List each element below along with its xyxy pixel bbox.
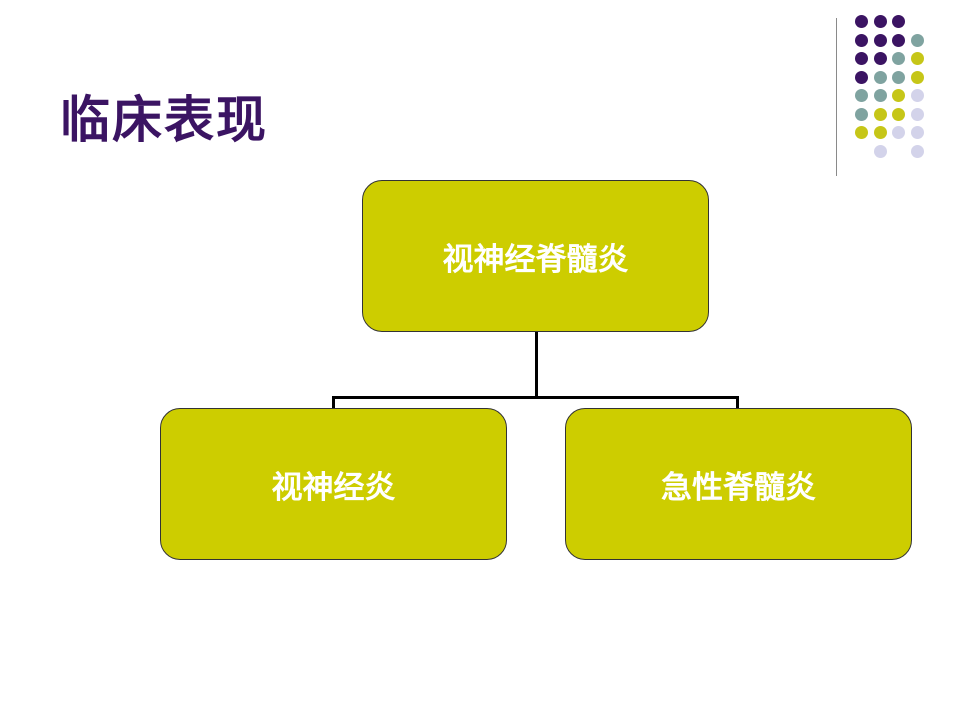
decorative-dot [873,126,887,139]
decorative-dot [892,15,905,28]
node-root: 视神经脊髓炎 [362,180,709,332]
decorative-dot [855,15,868,28]
decorative-dot [910,89,924,102]
decorative-dot [892,33,905,47]
decorative-dot [873,107,887,121]
decorative-dot [873,70,887,84]
decorative-dot [910,144,924,158]
decorative-dot [910,107,924,121]
decorative-dot [910,70,924,84]
decorative-dot [892,107,905,121]
decorative-dot [873,144,887,158]
decorative-dot [910,33,924,47]
node-child-left: 视神经炎 [160,408,507,560]
node-child-right: 急性脊髓炎 [565,408,912,560]
decorative-dot [892,89,905,102]
decorative-dot [855,52,868,65]
decorative-divider [836,18,837,176]
node-child-left-label: 视神经炎 [271,469,396,506]
slide-title: 临床表现 [60,91,268,149]
decorative-dot [873,89,887,102]
decorative-dot [855,107,868,121]
decorative-dot [892,70,905,84]
decorative-dot [892,126,905,139]
decorative-dot [873,33,887,47]
node-child-right-label: 急性脊髓炎 [661,469,816,506]
connector-left-drop [332,396,335,408]
decorative-dot [873,52,887,65]
decorative-dot [873,15,887,28]
decorative-dot [855,70,868,84]
decorative-dot [910,52,924,65]
connector-right-drop [736,396,739,408]
decorative-dot [855,33,868,47]
decorative-dot [910,126,924,139]
connector-root-vertical [535,332,538,398]
node-root-label: 视神经脊髓炎 [442,241,629,278]
decorative-dot [892,52,905,65]
decorative-dot [855,89,868,102]
connector-horizontal [332,396,739,399]
decorative-dot [855,126,868,139]
